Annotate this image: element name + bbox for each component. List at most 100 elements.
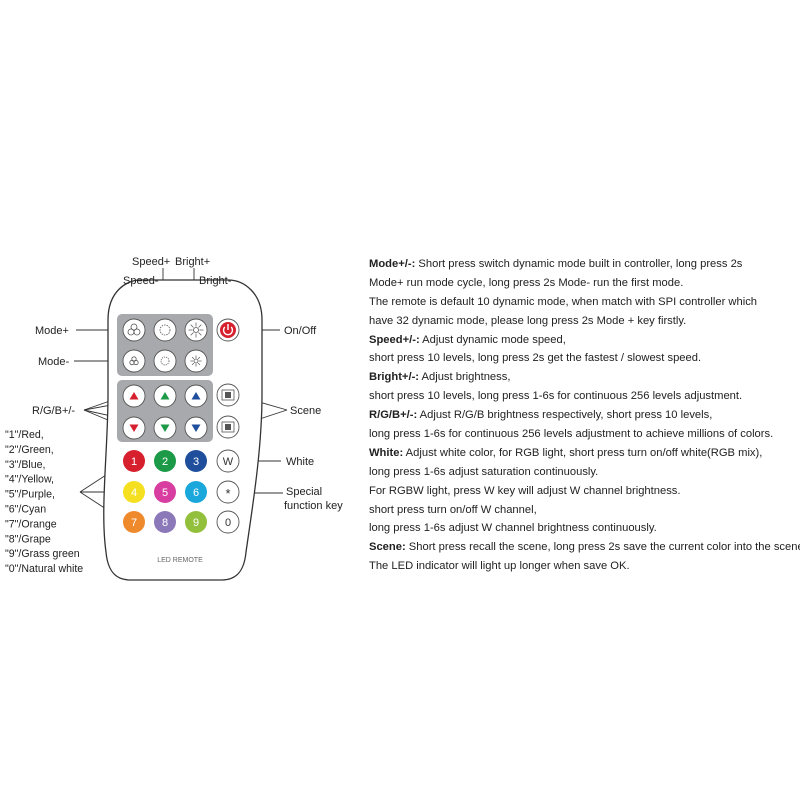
bright-minus-icon-ray — [197, 362, 201, 366]
color-legend-item: "3"/Blue, — [5, 459, 46, 471]
red-minus-button[interactable] — [122, 416, 146, 440]
function-description: Mode+/-: Short press switch dynamic mode… — [369, 255, 800, 576]
color-legend-item: "9"/Grass green — [5, 548, 80, 560]
description-text: have 32 dynamic mode, please long press … — [369, 314, 687, 327]
description-text: For RGBW light, press W key will adjust … — [369, 484, 681, 497]
description-line: The LED indicator will light up longer w… — [369, 557, 799, 576]
key-5-purple-body — [154, 481, 176, 503]
scene-1-button[interactable] — [216, 383, 240, 407]
bright-plus-icon-ray — [190, 332, 194, 336]
key-9-grass-green[interactable]: 9 — [185, 511, 207, 533]
description-term: Speed+/-: — [369, 333, 420, 346]
speed-plus-icon — [159, 324, 171, 336]
bright-minus-button[interactable] — [184, 349, 208, 373]
key-7-orange-label: 7 — [131, 517, 137, 529]
description-line: long press 1-6s adjust W channel brightn… — [369, 519, 799, 538]
description-line: Scene: Short press recall the scene, lon… — [369, 538, 800, 557]
mode-minus-icon — [133, 359, 139, 366]
speed-plus-button[interactable] — [153, 318, 177, 342]
bright-plus-button-body — [184, 318, 208, 342]
key-8-grape-label: 8 — [162, 517, 168, 529]
bright-plus-icon-ray — [198, 324, 202, 328]
on-off-button[interactable] — [216, 318, 240, 342]
label-mode-minus: Mode- — [38, 356, 70, 368]
description-text: long press 1-6s adjust saturation contin… — [369, 465, 599, 478]
key-2-green[interactable]: 2 — [154, 450, 176, 472]
scene-icon — [221, 421, 235, 433]
key-5-purple[interactable]: 5 — [154, 481, 176, 503]
mode-plus-button[interactable] — [122, 318, 146, 342]
bright-minus-button-body — [184, 349, 208, 373]
bright-minus-icon-ray — [191, 356, 195, 360]
description-text: long press 1-6s adjust W channel brightn… — [369, 522, 657, 535]
color-legend-item: "1"/Red, — [5, 429, 44, 441]
key-7-orange[interactable]: 7 — [123, 511, 145, 533]
key-w-white[interactable]: W — [216, 449, 240, 473]
description-text: Adjust white color, for RGB light, short… — [403, 446, 763, 459]
description-line: White: Adjust white color, for RGB light… — [369, 444, 799, 463]
scene-2-button[interactable] — [216, 415, 240, 439]
triangle-up-icon — [129, 392, 139, 400]
green-plus-button[interactable] — [153, 384, 177, 408]
label-bright-plus: Bright+ — [175, 256, 210, 268]
blue-plus-button[interactable] — [184, 384, 208, 408]
triangle-down-icon — [129, 424, 139, 432]
mode-minus-button[interactable] — [122, 349, 146, 373]
mode-plus-icon — [130, 323, 138, 331]
description-line: Speed+/-: Adjust dynamic mode speed, — [369, 331, 799, 350]
description-text: Adjust dynamic mode speed, — [419, 333, 566, 346]
key-0-natural-white-label: 0 — [225, 517, 231, 529]
description-line: have 32 dynamic mode, please long press … — [369, 312, 799, 331]
description-text: short press 10 levels, long press 2s get… — [369, 352, 702, 365]
color-legend-item: "7"/Orange — [5, 518, 57, 530]
key-3-blue-label: 3 — [193, 456, 199, 468]
color-legend-item: "5"/Purple, — [5, 489, 55, 501]
color-legend-item: "4"/Yellow, — [5, 474, 54, 486]
red-plus-button[interactable] — [122, 384, 146, 408]
scene-icon-inner — [225, 392, 231, 398]
description-line: Mode+ run mode cycle, long press 2s Mode… — [369, 274, 799, 293]
description-term: Scene: — [369, 541, 406, 554]
color-legend-item: "8"/Grape — [5, 533, 51, 545]
scene-icon-inner — [225, 424, 231, 430]
key-special[interactable]: * — [216, 480, 240, 504]
key-0-natural-white[interactable]: 0 — [216, 510, 240, 534]
bright-minus-icon-ray — [191, 362, 195, 366]
key-3-blue[interactable]: 3 — [185, 450, 207, 472]
description-line: R/G/B+/-: Adjust R/G/B brightness respec… — [369, 406, 799, 425]
key-2-green-body — [154, 450, 176, 472]
key-9-grass-green-body — [185, 511, 207, 533]
scene-icon — [221, 389, 235, 401]
key-8-grape[interactable]: 8 — [154, 511, 176, 533]
label-speed-plus: Speed+ — [132, 256, 170, 268]
key-4-yellow[interactable]: 4 — [123, 481, 145, 503]
speed-minus-button-body — [153, 349, 177, 373]
bright-plus-icon-ray — [190, 324, 194, 328]
triangle-up-icon — [191, 392, 201, 400]
blue-minus-button[interactable] — [184, 416, 208, 440]
description-line: For RGBW light, press W key will adjust … — [369, 482, 799, 501]
speed-minus-button[interactable] — [153, 349, 177, 373]
label-mode-plus: Mode+ — [35, 325, 69, 337]
triangle-down-icon — [191, 424, 201, 432]
description-text: Short press recall the scene, long press… — [405, 541, 800, 554]
label-special-line-1: Special — [286, 486, 322, 498]
key-5-purple-label: 5 — [162, 487, 168, 499]
description-term: Bright+/-: — [369, 371, 420, 384]
key-special-label: * — [225, 486, 230, 501]
bright-plus-icon-ray — [198, 332, 202, 336]
power-icon — [222, 326, 234, 336]
bright-minus-icon — [193, 358, 199, 364]
description-text: Adjust brightness, — [419, 371, 511, 384]
key-1-red[interactable]: 1 — [123, 450, 145, 472]
key-3-blue-body — [185, 450, 207, 472]
green-minus-button[interactable] — [153, 416, 177, 440]
label-scene: Scene — [290, 405, 321, 417]
key-special-body — [216, 480, 240, 504]
key-2-green-label: 2 — [162, 456, 168, 468]
key-6-cyan[interactable]: 6 — [185, 481, 207, 503]
description-term: White: — [369, 446, 404, 459]
bright-plus-button[interactable] — [184, 318, 208, 342]
triangle-down-icon — [160, 424, 170, 432]
